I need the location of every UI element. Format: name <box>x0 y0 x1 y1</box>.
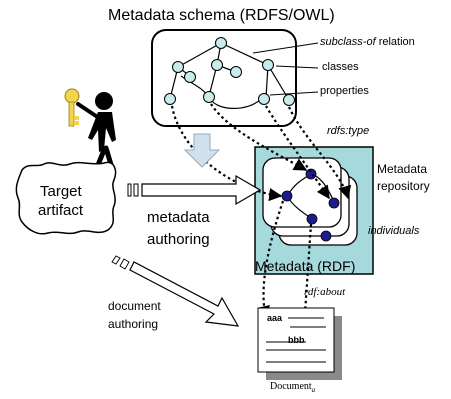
document-caption: Documenta <box>270 382 315 394</box>
individuals-label: individuals <box>368 225 420 237</box>
document-authoring-arrow <box>111 255 240 327</box>
target-artifact-shape <box>15 161 117 235</box>
relation-term: relation <box>375 36 415 48</box>
document-authoring-label-2: authoring <box>108 317 159 331</box>
schema-node <box>215 37 227 49</box>
metadata-authoring-arrow <box>127 174 262 206</box>
individual-nodes <box>281 168 340 242</box>
metadata-repository-label-2: repository <box>377 179 430 193</box>
rdf-about-label: rdf:about <box>304 286 346 298</box>
rdfs-type-label: rdfs:type <box>327 125 370 137</box>
document-caption-text: Document <box>270 381 312 392</box>
individual-node <box>306 213 318 225</box>
schema-class-nodes <box>164 37 295 106</box>
schema-node <box>211 59 223 71</box>
key-icon <box>64 88 80 127</box>
individual-node <box>328 197 340 209</box>
metadata-repository-label-1: Metadata <box>377 162 428 176</box>
classes-label: classes <box>322 61 359 73</box>
subclass-of-label: subclass-of relation <box>320 37 415 48</box>
document-text-aaa: aaa <box>267 313 283 323</box>
metadata-authoring-label-1: metadata <box>147 209 210 226</box>
schema-node <box>283 94 295 106</box>
schema-node <box>172 61 184 73</box>
document-caption-subscript: a <box>311 386 316 394</box>
document-authoring-label-1: document <box>108 299 161 313</box>
schema-node <box>230 66 242 78</box>
properties-label: properties <box>320 85 369 97</box>
schema-node <box>203 91 215 103</box>
rdfs-type-arrows <box>170 103 352 202</box>
schema-node <box>184 71 196 83</box>
metadata-authoring-label-2: authoring <box>147 231 210 248</box>
subclass-of-term: subclass-of <box>320 36 376 48</box>
schema-title: Metadata schema (RDFS/OWL) <box>108 7 335 24</box>
person-icon <box>76 92 116 173</box>
metadata-rdf-label: Metadata (RDF) <box>255 258 356 274</box>
schema-node <box>258 93 270 105</box>
individual-node <box>320 230 332 242</box>
target-artifact-label-1: Target <box>40 183 82 200</box>
document-text-bbb: bbb <box>288 335 305 345</box>
rdf-about-arrows <box>256 200 313 330</box>
individual-node <box>281 190 293 202</box>
schema-node <box>164 93 176 105</box>
document-lines <box>266 317 326 363</box>
document-page <box>257 307 335 373</box>
target-artifact-label-2: artifact <box>38 202 84 219</box>
schema-down-arrow <box>183 133 221 168</box>
schema-node <box>262 59 274 71</box>
